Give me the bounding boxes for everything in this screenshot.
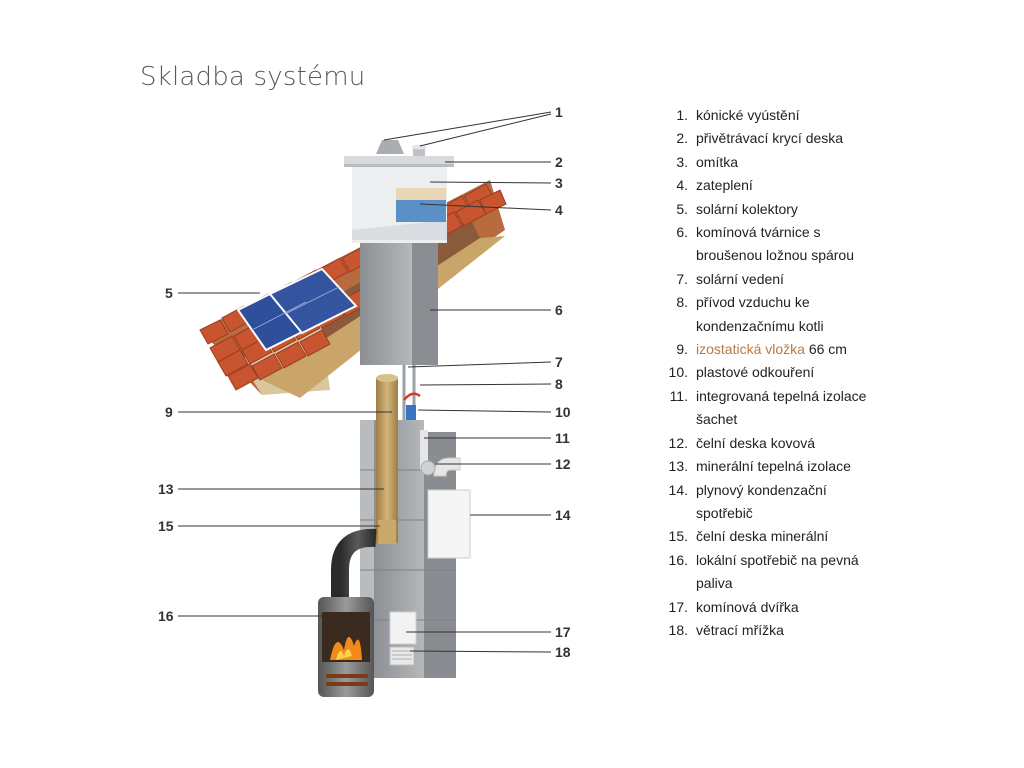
legend-text: komínová tvárnice s bbox=[696, 224, 821, 241]
legend-text: větrací mřížka bbox=[696, 621, 784, 638]
legend-text: přivětrávací krycí deska bbox=[696, 130, 844, 147]
callout-leaders bbox=[178, 111, 552, 653]
legend-text-continuation: broušenou ložnou spárou bbox=[696, 247, 855, 264]
legend-item: 2. přivětrávací krycí deska bbox=[666, 127, 926, 150]
callout-10: 10 bbox=[555, 404, 571, 420]
callout-1: 1 bbox=[555, 104, 563, 120]
legend-item: 1. kónické vyústění bbox=[666, 104, 926, 127]
legend-item: 15. čelní deska minerální bbox=[666, 525, 926, 548]
callout-2: 2 bbox=[555, 154, 563, 170]
legend-text-continuation: paliva bbox=[696, 575, 733, 592]
liner bbox=[376, 374, 398, 544]
legend-number: 18. bbox=[668, 621, 688, 638]
legend-number: 16. bbox=[668, 551, 688, 568]
legend-text: zateplení bbox=[696, 177, 753, 194]
legend-item: 16. lokální spotřebič na pevná paliva bbox=[666, 549, 926, 596]
legend-number: 10. bbox=[668, 364, 688, 381]
legend-text: přívod vzduchu ke bbox=[696, 294, 810, 311]
legend-text: plynový kondenzační bbox=[696, 481, 827, 498]
callout-11: 11 bbox=[555, 430, 570, 446]
legend-text: kónické vyústění bbox=[696, 107, 800, 123]
legend-text: integrovaná tepelná izolace bbox=[696, 387, 867, 404]
legend-number: 13. bbox=[668, 458, 688, 475]
legend-item: 11. integrovaná tepelná izolace šachet bbox=[666, 385, 926, 432]
legend-text-continuation: šachet bbox=[696, 411, 738, 428]
callout-4: 4 bbox=[555, 202, 563, 218]
callout-13: 13 bbox=[158, 481, 174, 497]
legend-list: 1. kónické vyústění 2. přivětrávací krycí d… bbox=[666, 104, 926, 642]
legend-number: 8. bbox=[676, 294, 688, 311]
callout-14: 14 bbox=[555, 507, 571, 523]
legend-item: 12. čelní deska kovová bbox=[666, 432, 926, 455]
legend-item: 10. plastové odkouření bbox=[666, 361, 926, 384]
callout-9: 9 bbox=[165, 404, 173, 420]
legend-text: čelní deska minerální bbox=[696, 528, 829, 545]
legend-text: komínová dvířka bbox=[696, 598, 799, 615]
legend-text: plastové odkouření bbox=[696, 364, 815, 381]
legend-text: lokální spotřebič na pevná bbox=[696, 551, 859, 568]
callout-18: 18 bbox=[555, 644, 571, 660]
callout-8: 8 bbox=[555, 376, 563, 392]
legend-number: 6. bbox=[676, 224, 688, 241]
callout-6: 6 bbox=[555, 302, 563, 318]
callout-17: 17 bbox=[555, 624, 571, 640]
legend-item: 5. solární kolektory bbox=[666, 198, 926, 221]
legend-text: solární kolektory bbox=[696, 200, 798, 217]
callout-12: 12 bbox=[555, 456, 571, 472]
legend-text-continuation: kondenzačnímu kotli bbox=[696, 317, 824, 334]
legend-item: 14. plynový kondenzační spotřebič bbox=[666, 479, 926, 526]
legend-number: 17. bbox=[668, 598, 688, 615]
solar-panel bbox=[236, 267, 358, 352]
legend-number: 5. bbox=[676, 200, 688, 217]
legend-text: minerální tepelná izolace bbox=[696, 458, 851, 475]
legend-text: omítka bbox=[696, 153, 739, 170]
callout-7: 7 bbox=[555, 354, 563, 370]
service-pipes bbox=[402, 365, 428, 470]
legend-item: 18. větrací mřížka bbox=[666, 619, 926, 642]
legend-text-continuation: spotřebič bbox=[696, 504, 753, 521]
legend-item: 6. komínová tvárnice s broušenou ložnou sp… bbox=[666, 221, 926, 268]
chimney-upper bbox=[344, 140, 454, 365]
legend-text: 66 cm bbox=[804, 341, 847, 358]
legend-number: 15. bbox=[668, 528, 688, 545]
legend-number: 11. bbox=[669, 387, 688, 404]
legend-item: 17. komínová dvířka bbox=[666, 596, 926, 619]
legend-number: 12. bbox=[668, 434, 688, 451]
legend-item: 13. minerální tepelná izolace bbox=[666, 455, 926, 478]
legend-text: solární vedení bbox=[696, 270, 784, 287]
callout-numbers: 1 2 3 4 5 6 7 8 9 10 11 12 13 14 15 16 1… bbox=[158, 104, 571, 660]
legend-number: 7. bbox=[676, 270, 688, 287]
legend-number: 1. bbox=[676, 107, 688, 123]
legend-number: 14. bbox=[668, 481, 688, 498]
legend-item[interactable]: 9. izostatická vložka 66 cm bbox=[666, 338, 926, 361]
gas-boiler bbox=[420, 457, 471, 559]
flue-pipe bbox=[331, 528, 377, 598]
callout-3: 3 bbox=[555, 175, 563, 191]
legend-item: 7. solární vedení bbox=[666, 268, 926, 291]
legend-item: 8. přívod vzduchu ke kondenzačnímu kotli bbox=[666, 291, 926, 338]
legend-number: 3. bbox=[676, 153, 688, 170]
legend-item: 4. zateplení bbox=[666, 174, 926, 197]
page-title: Skladba systému bbox=[140, 62, 366, 92]
callout-15: 15 bbox=[158, 518, 174, 534]
legend-text: čelní deska kovová bbox=[696, 434, 816, 451]
legend-number: 4. bbox=[676, 177, 688, 194]
legend-item: 3. omítka bbox=[666, 151, 926, 174]
callout-16: 16 bbox=[158, 608, 174, 624]
callout-5: 5 bbox=[165, 285, 173, 301]
legend-number: 9. bbox=[676, 341, 688, 358]
legend-number: 2. bbox=[676, 130, 688, 147]
legend-link[interactable]: izostatická vložka bbox=[696, 341, 805, 358]
stove bbox=[318, 597, 374, 697]
